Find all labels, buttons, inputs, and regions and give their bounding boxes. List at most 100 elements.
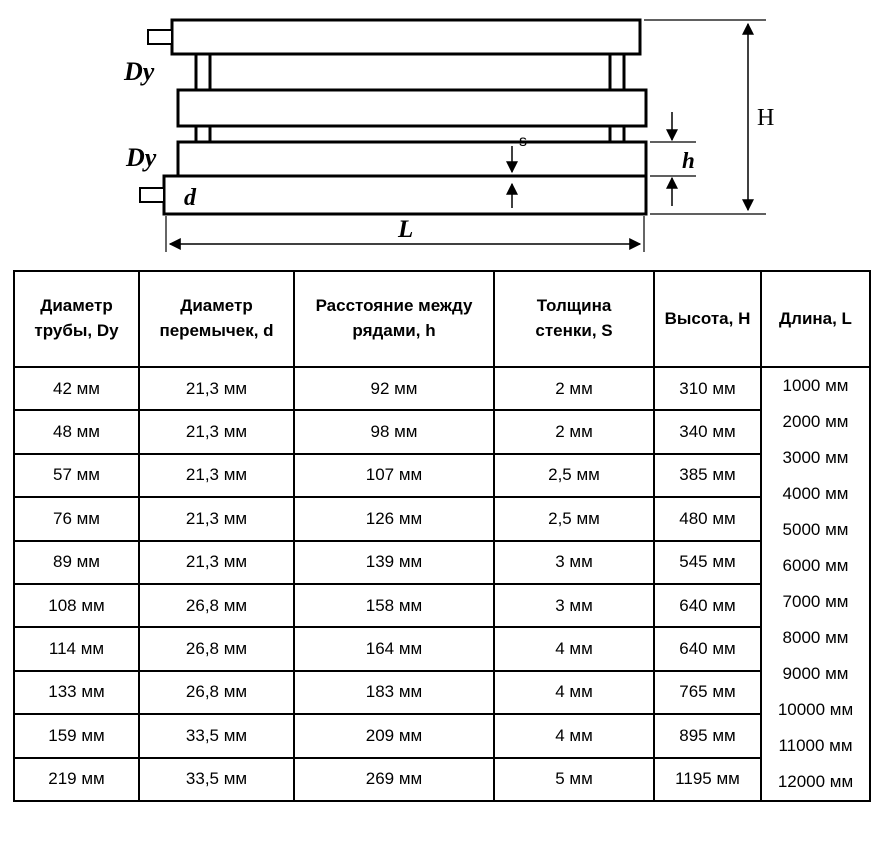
table-cell: 310 мм <box>653 365 762 412</box>
table-cell: 158 мм <box>293 582 495 629</box>
table-cell: 545 мм <box>653 539 762 585</box>
table-row: 108 мм 26,8 мм 158 мм 3 мм 640 мм <box>13 582 870 629</box>
dimension-L: L <box>165 216 645 252</box>
table-cell: 26,8 мм <box>138 669 295 716</box>
table-cell: 1195 мм <box>653 756 762 803</box>
stub-top <box>147 29 173 45</box>
table-cell: 21,3 мм <box>138 539 295 585</box>
length-value: 4000 мм <box>782 484 849 503</box>
table-cell: 42 мм <box>13 365 140 412</box>
label-s: s <box>519 133 527 150</box>
table-cell: 385 мм <box>653 452 762 499</box>
table-cell: 2 мм <box>493 365 655 412</box>
table-cell: 2,5 мм <box>493 452 655 499</box>
table-cell: 92 мм <box>293 365 495 412</box>
table-cell: 765 мм <box>653 669 762 716</box>
table-cell: 21,3 мм <box>138 452 295 499</box>
table-cell: 183 мм <box>293 669 495 716</box>
column-header-L: Длина, L <box>760 270 871 368</box>
column-header-h: Расстояние между рядами, h <box>293 270 495 368</box>
table-cell: 640 мм <box>653 626 762 672</box>
table-cell: 114 мм <box>13 626 140 672</box>
table-cell: 107 мм <box>293 452 495 499</box>
table-row: 42 мм 21,3 мм 92 мм 2 мм 310 мм 1000 мм … <box>13 365 871 802</box>
length-value: 1000 мм <box>782 376 849 395</box>
table-cell: 3 мм <box>493 582 655 629</box>
table-cell: 126 мм <box>293 496 495 542</box>
dimension-H: H <box>644 19 774 215</box>
length-column-cell: 1000 мм 2000 мм 3000 мм 4000 мм 5000 мм … <box>760 366 871 802</box>
table-cell: 21,3 мм <box>138 409 295 455</box>
length-value: 6000 мм <box>782 556 849 575</box>
table-row: 133 мм 26,8 мм 183 мм 4 мм 765 мм <box>13 669 870 716</box>
table-cell: 108 мм <box>13 582 140 629</box>
dimension-s: s <box>506 133 527 208</box>
table-cell: 209 мм <box>293 713 495 759</box>
jumpers <box>194 54 626 142</box>
table-cell: 2,5 мм <box>493 496 655 542</box>
table-cell: 4 мм <box>493 626 655 672</box>
tube-2 <box>176 88 648 128</box>
table-cell: 139 мм <box>293 539 495 585</box>
table-cell: 640 мм <box>653 582 762 629</box>
table-cell: 340 мм <box>653 409 762 455</box>
table-cell: 133 мм <box>13 669 140 716</box>
table-cell: 33,5 мм <box>138 713 295 759</box>
tube-3 <box>176 140 648 178</box>
table-row: 76 мм 21,3 мм 126 мм 2,5 мм 480 мм <box>13 496 870 542</box>
diameter-labels: Dy Dy d <box>123 57 197 211</box>
length-value: 2000 мм <box>782 412 849 431</box>
table-cell: 4 мм <box>493 669 655 716</box>
label-L: L <box>397 216 413 243</box>
table-cell: 76 мм <box>13 496 140 542</box>
table-cell: 89 мм <box>13 539 140 585</box>
length-value: 10000 мм <box>777 700 854 719</box>
length-value: 3000 мм <box>782 448 849 467</box>
length-value: 8000 мм <box>782 628 849 647</box>
column-header-s: Толщина стенки, S <box>493 270 655 368</box>
register-diagram: H h s L <box>0 0 884 262</box>
table-row: 219 мм 33,5 мм 269 мм 5 мм 1195 мм <box>13 756 870 803</box>
table-cell: 164 мм <box>293 626 495 672</box>
spec-table: Диаметр трубы, Dy Диаметр перемычек, d Р… <box>13 270 871 803</box>
table-cell: 4 мм <box>493 713 655 759</box>
table-row: 48 мм 21,3 мм 98 мм 2 мм 340 мм <box>13 409 870 455</box>
table-cell: 269 мм <box>293 756 495 803</box>
table-cell: 98 мм <box>293 409 495 455</box>
table-row: 57 мм 21,3 мм 107 мм 2,5 мм 385 мм <box>13 452 870 499</box>
table-row: 159 мм 33,5 мм 209 мм 4 мм 895 мм <box>13 713 870 759</box>
table-cell: 57 мм <box>13 452 140 499</box>
tube-1 <box>170 18 642 56</box>
table-cell: 159 мм <box>13 713 140 759</box>
table-cell: 895 мм <box>653 713 762 759</box>
length-value: 7000 мм <box>782 592 849 611</box>
table-cell: 219 мм <box>13 756 140 803</box>
length-value: 12000 мм <box>777 772 854 791</box>
table-row: 114 мм 26,8 мм 164 мм 4 мм 640 мм <box>13 626 870 672</box>
column-header-H: Высота, H <box>653 270 762 368</box>
length-value: 11000 мм <box>778 736 853 755</box>
label-H: H <box>757 105 774 131</box>
tube-4 <box>162 174 648 216</box>
stub-bottom <box>139 187 165 203</box>
header-row: Диаметр трубы, Dy Диаметр перемычек, d Р… <box>13 270 871 368</box>
length-value: 5000 мм <box>782 520 849 539</box>
label-d: d <box>184 185 197 211</box>
table-cell: 21,3 мм <box>138 496 295 542</box>
column-header-dy: Диаметр трубы, Dy <box>13 270 140 368</box>
table-cell: 33,5 мм <box>138 756 295 803</box>
table-cell: 5 мм <box>493 756 655 803</box>
table-cell: 21,3 мм <box>138 365 295 412</box>
table-cell: 3 мм <box>493 539 655 585</box>
tube-rows <box>162 18 648 216</box>
connection-stubs <box>139 29 173 203</box>
table-cell: 26,8 мм <box>138 582 295 629</box>
dimension-h: h <box>650 112 696 206</box>
table-row: 89 мм 21,3 мм 139 мм 3 мм 545 мм <box>13 539 870 585</box>
length-value: 9000 мм <box>782 664 849 683</box>
label-h: h <box>682 148 695 173</box>
table-cell: 26,8 мм <box>138 626 295 672</box>
column-header-d: Диаметр перемычек, d <box>138 270 295 368</box>
label-dy-bottom: Dy <box>125 143 157 172</box>
